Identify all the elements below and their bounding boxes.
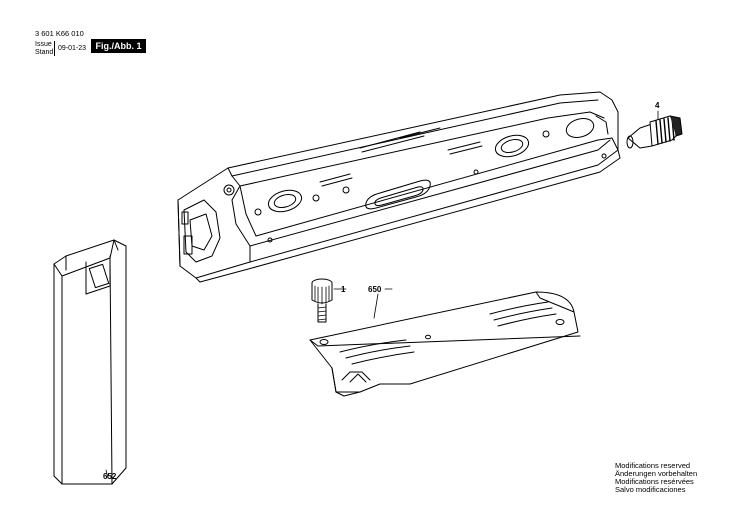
modification-note: Modifications reserved — [615, 461, 691, 470]
laser-level-body — [177, 91, 621, 283]
modification-note: Änderungen vorbehalten — [615, 469, 698, 478]
callout-part-4: 4 — [655, 101, 660, 110]
modification-note: Salvo modificaciones — [615, 485, 686, 494]
header-divider — [54, 41, 55, 56]
modification-note: Modifications resérvées — [615, 477, 694, 486]
part-4-knob — [626, 110, 683, 149]
issue-label: Issue — [35, 41, 52, 48]
figure-badge: Fig./Abb. 1 — [91, 39, 146, 53]
part-652-pouch — [53, 239, 127, 485]
part-1-thumbscrew — [311, 278, 347, 323]
document-number: 3 601 K66 010 — [35, 29, 84, 38]
issue-date: 09-01-23 — [58, 45, 87, 52]
stand-label: Stand — [35, 49, 54, 56]
callout-part-1: 1 — [341, 285, 346, 294]
callout-part-650: 650 — [368, 285, 382, 294]
part-650-mounting-plate — [309, 288, 581, 397]
callout-part-652: 652 — [103, 472, 117, 481]
